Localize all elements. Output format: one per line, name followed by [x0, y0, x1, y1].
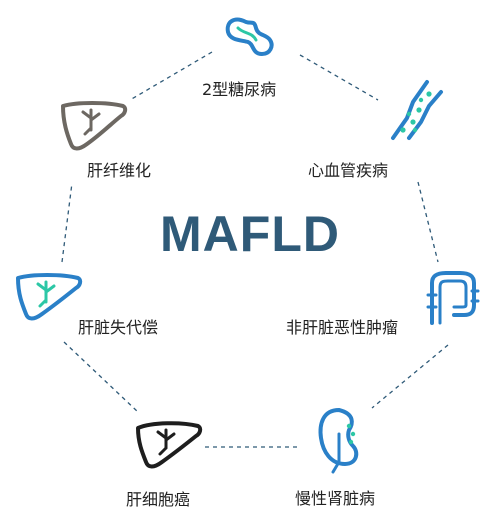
liver-cancer-icon [136, 421, 203, 469]
connector-line [417, 181, 439, 263]
center-title: MAFLD [160, 206, 340, 262]
connector-line [63, 341, 139, 413]
node-label: 2型糖尿病 [202, 80, 277, 99]
connector-line [61, 182, 73, 263]
connector-line [299, 54, 379, 101]
node-label: 心血管疾病 [308, 161, 389, 180]
pancreas-icon [225, 17, 274, 56]
intestine-icon [426, 271, 480, 325]
node-label: 非肝脏恶性肿瘤 [286, 318, 399, 337]
node-label: 慢性肾脏病 [295, 489, 376, 508]
connector-line [371, 344, 449, 409]
node-label: 肝纤维化 [87, 161, 152, 180]
node-label: 肝脏失代偿 [78, 318, 159, 337]
blood-vessel-icon [391, 80, 443, 140]
connector-line [129, 51, 213, 101]
liver-fibrosis-icon [61, 101, 128, 151]
node-label: 肝细胞癌 [126, 490, 191, 509]
kidney-icon [318, 408, 359, 474]
liver-decompensation-icon [16, 273, 83, 321]
